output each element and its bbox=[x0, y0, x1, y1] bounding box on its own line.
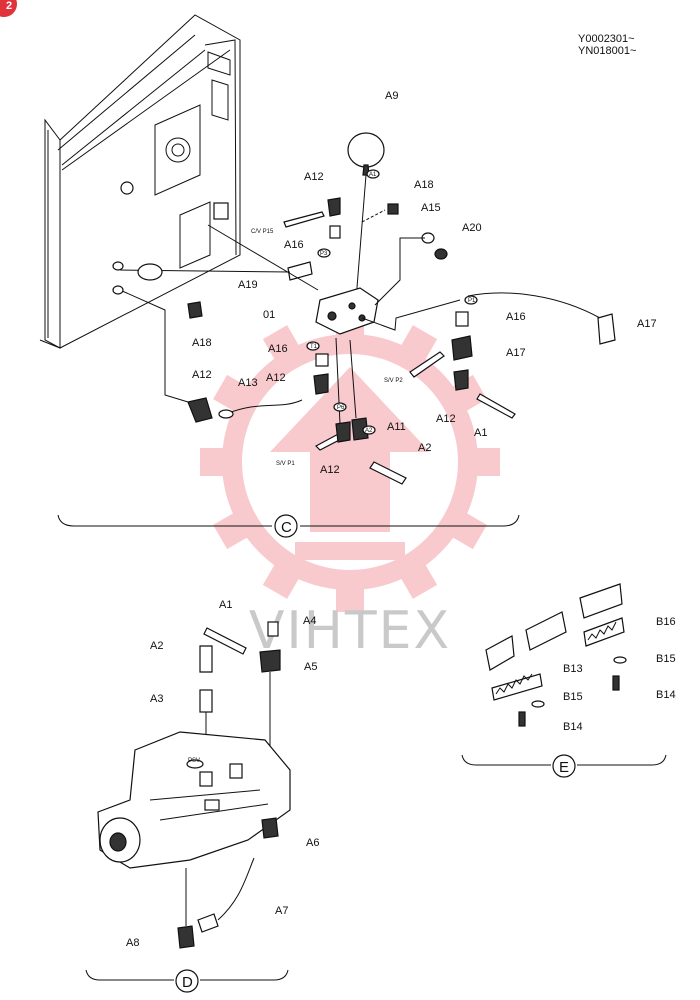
label-a12-bottom: A12 bbox=[320, 464, 340, 476]
label-a2: A2 bbox=[418, 442, 431, 454]
gear-tooth bbox=[446, 509, 487, 550]
d-label-a6: A6 bbox=[306, 837, 319, 849]
tag-t1: T1 bbox=[306, 341, 320, 351]
label-a20: A20 bbox=[462, 222, 482, 234]
gear-tooth bbox=[336, 582, 364, 612]
label-a12-right: A12 bbox=[436, 413, 456, 425]
d-label-a8: A8 bbox=[126, 937, 139, 949]
d-label-a7: A7 bbox=[275, 905, 288, 917]
tag-p6: P6 bbox=[333, 402, 347, 412]
corner-badge-text: 2 bbox=[6, 0, 12, 12]
section-e-bracket: E bbox=[461, 754, 667, 778]
label-01: 01 bbox=[263, 309, 275, 321]
label-a9: A9 bbox=[385, 90, 398, 102]
section-d-parts bbox=[97, 621, 291, 949]
label-a17-right: A17 bbox=[637, 318, 657, 330]
section-e-labels: B16 B15 B13 B14 B15 B14 bbox=[563, 616, 676, 733]
machine-housing bbox=[39, 14, 241, 349]
section-d-labels: A1 A4 A2 A5 A3 A6 A7 A8 PSV bbox=[126, 599, 319, 949]
tag-sv-p1: S/V P1 bbox=[276, 461, 295, 467]
gear-tooth bbox=[262, 558, 303, 599]
e-label-b14-left: B14 bbox=[563, 721, 583, 733]
e-label-b15-left: B15 bbox=[563, 691, 583, 703]
label-a12-left: A12 bbox=[192, 369, 212, 381]
svg-text:A1: A1 bbox=[369, 172, 377, 178]
section-d-bracket: D bbox=[85, 969, 289, 993]
label-a19: A19 bbox=[238, 279, 258, 291]
section-c-label: C bbox=[281, 519, 292, 536]
label-a16-top: A16 bbox=[284, 239, 304, 251]
label-a12-mid: A12 bbox=[266, 372, 286, 384]
d-label-a5: A5 bbox=[304, 661, 317, 673]
e-label-b13: B13 bbox=[563, 663, 583, 675]
tag-cv-p15: C/V P15 bbox=[251, 229, 274, 235]
label-a18-left: A18 bbox=[192, 337, 212, 349]
section-c-labels: A9 A12 A18 A15 A16 A20 A19 01 A16 A17 A1… bbox=[192, 90, 657, 476]
gear-tooth bbox=[213, 509, 254, 550]
e-label-b15-right: B15 bbox=[656, 653, 676, 665]
section-e-label: E bbox=[559, 759, 569, 776]
corner-badge: 2 bbox=[0, 0, 17, 17]
d-label-a1: A1 bbox=[219, 599, 232, 611]
d-label-a3: A3 bbox=[150, 693, 163, 705]
control-valve-01 bbox=[315, 287, 379, 335]
serial-number-2: YN018001~ bbox=[578, 45, 636, 57]
label-a16-right: A16 bbox=[506, 311, 526, 323]
e-label-b16: B16 bbox=[656, 616, 676, 628]
tag-a1: A1 bbox=[366, 169, 380, 179]
gear-tooth bbox=[397, 558, 438, 599]
tag-p3: P3 bbox=[317, 248, 331, 258]
gear-tooth bbox=[213, 374, 254, 415]
gear-tooth bbox=[262, 325, 303, 366]
label-a16-mid: A16 bbox=[268, 343, 288, 355]
svg-text:P1: P1 bbox=[468, 298, 476, 304]
label-a11: A11 bbox=[387, 421, 406, 433]
d-label-a4: A4 bbox=[303, 615, 316, 627]
e-label-b14-right: B14 bbox=[656, 689, 676, 701]
label-a15: A15 bbox=[421, 202, 441, 214]
svg-text:T1: T1 bbox=[310, 344, 318, 350]
knob-a9 bbox=[347, 132, 385, 176]
svg-text:P6: P6 bbox=[337, 405, 345, 411]
section-d-label: D bbox=[182, 974, 193, 991]
tag-sv-p2: S/V P2 bbox=[384, 378, 403, 384]
section-e-parts bbox=[485, 583, 627, 727]
watermark-text: VIHTEX bbox=[249, 601, 451, 661]
gear-tooth bbox=[397, 325, 438, 366]
d-label-a2: A2 bbox=[150, 640, 163, 652]
serial-number-1: Y0002301~ bbox=[578, 33, 635, 45]
gear-tooth bbox=[200, 448, 230, 476]
tag-p1-top: P1 bbox=[464, 295, 478, 305]
section-c-bracket: C bbox=[57, 514, 520, 538]
svg-text:A2: A2 bbox=[365, 428, 373, 434]
label-a1: A1 bbox=[474, 427, 487, 439]
label-a17-mid: A17 bbox=[506, 347, 526, 359]
label-a12-top: A12 bbox=[304, 171, 324, 183]
d-tag-psv: PSV bbox=[188, 758, 200, 764]
label-a18-top: A18 bbox=[414, 179, 434, 191]
tag-a2: A2 bbox=[362, 425, 376, 435]
label-a13: A13 bbox=[238, 377, 258, 389]
gear-tooth bbox=[470, 448, 500, 476]
svg-text:P3: P3 bbox=[320, 251, 328, 257]
